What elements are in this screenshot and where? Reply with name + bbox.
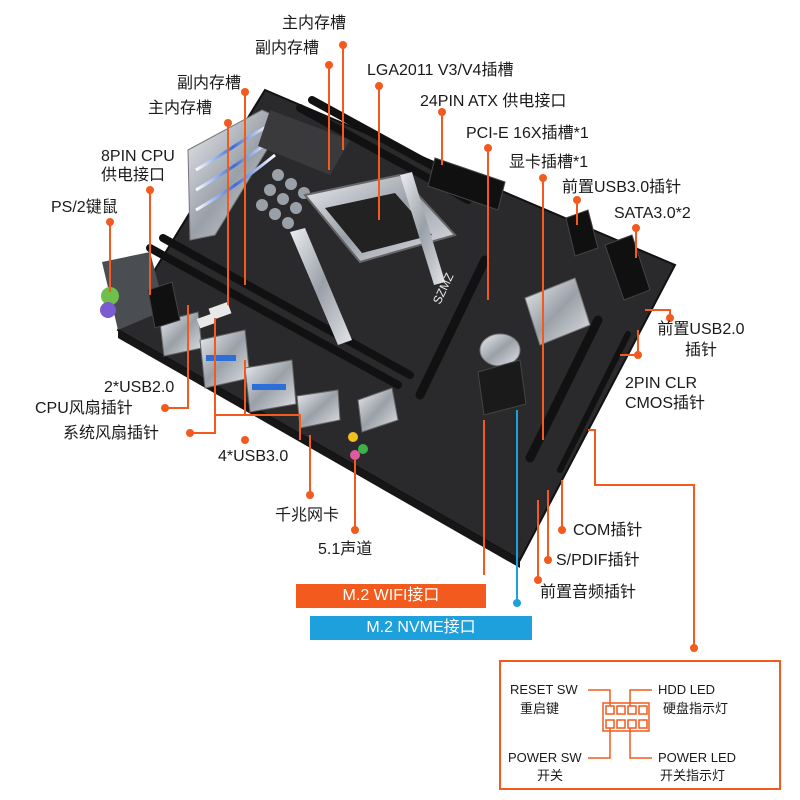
fp-hdd-en: HDD LED: [658, 682, 716, 697]
label-usb20-front-line1: 前置USB2.0: [657, 321, 745, 338]
audio-jack-1: [348, 432, 358, 442]
pcie-slot: [415, 255, 490, 400]
label-clr-line1: 2PIN CLR: [625, 375, 698, 392]
fp-pled-cn: 开关指示灯: [660, 768, 726, 783]
atx-24pin: [427, 157, 506, 211]
ps2-port: [101, 287, 119, 305]
label-gpu-slot: 显卡插槽*1: [509, 154, 589, 171]
sata-ports: [604, 234, 651, 301]
label-usb20-front-line2: 插针: [684, 342, 717, 359]
fp-power-cn: 开关: [537, 768, 564, 783]
mem-slot-2: [159, 234, 414, 379]
usb3-front-header: [565, 209, 599, 257]
label-cpu-fan: CPU风扇插针: [35, 400, 133, 417]
chipset-heatsink: [524, 277, 591, 346]
fp-reset-cn: 重启键: [520, 701, 560, 716]
label-cpu8pin-line1: 8PIN CPU: [101, 148, 175, 165]
label-usb30-front: 前置USB3.0插针: [562, 179, 682, 196]
leader-lines: [109, 45, 695, 648]
cpu-8pin: [147, 281, 181, 329]
label-usb30-rear: 4*USB3.0: [218, 448, 289, 465]
label-atx24: 24PIN ATX 供电接口: [420, 93, 567, 110]
label-sata: SATA3.0*2: [614, 205, 691, 222]
board-edge: [118, 330, 520, 568]
label-sys-fan: 系统风扇插针: [63, 425, 160, 442]
audio-jack-3: [350, 450, 360, 460]
ps2-port-2: [100, 302, 116, 318]
cpu-socket: [290, 172, 457, 345]
label-ps2: PS/2键鼠: [51, 199, 118, 216]
mem-slot-1: [146, 244, 402, 389]
label-cpu-socket: LGA2011 V3/V4插槽: [367, 62, 514, 79]
fp-reset-en: RESET SW: [510, 682, 578, 697]
front-panel-leaders: [588, 689, 652, 759]
label-cpu8pin-line2: 供电接口: [101, 167, 166, 184]
label-front-audio: 前置音频插针: [540, 584, 637, 601]
leader-dots: [106, 41, 698, 652]
label-clr-line2: CMOS插针: [625, 395, 706, 412]
label-main-mem-slot-left: 主内存槽: [148, 100, 213, 117]
pcie-slot-2: [525, 315, 603, 463]
audio-jack-2: [358, 444, 368, 454]
fp-hdd-cn: 硬盘指示灯: [663, 701, 729, 716]
vrm-heatsink: [187, 109, 350, 241]
label-lan: 千兆网卡: [275, 507, 340, 524]
label-pcie16: PCI-E 16X插槽*1: [466, 125, 589, 142]
banner-m2-nvme: M.2 NVME接口: [310, 616, 532, 640]
label-spdif: S/PDIF插针: [556, 552, 640, 569]
fp-power-en: POWER SW: [508, 750, 582, 765]
m2-slot: [477, 359, 527, 416]
label-usb20-rear: 2*USB2.0: [104, 379, 175, 396]
fp-pled-en: POWER LED: [658, 750, 737, 765]
label-sub-mem-slot-top: 副内存槽: [255, 40, 320, 57]
label-sub-mem-slot-left: 副内存槽: [177, 75, 242, 92]
banner-m2-wifi: M.2 WIFI接口: [296, 584, 486, 608]
front-panel-header: [602, 702, 650, 732]
label-audio: 5.1声道: [318, 541, 373, 558]
label-main-mem-slot-top: 主内存槽: [282, 15, 347, 32]
label-com: COM插针: [573, 522, 643, 539]
